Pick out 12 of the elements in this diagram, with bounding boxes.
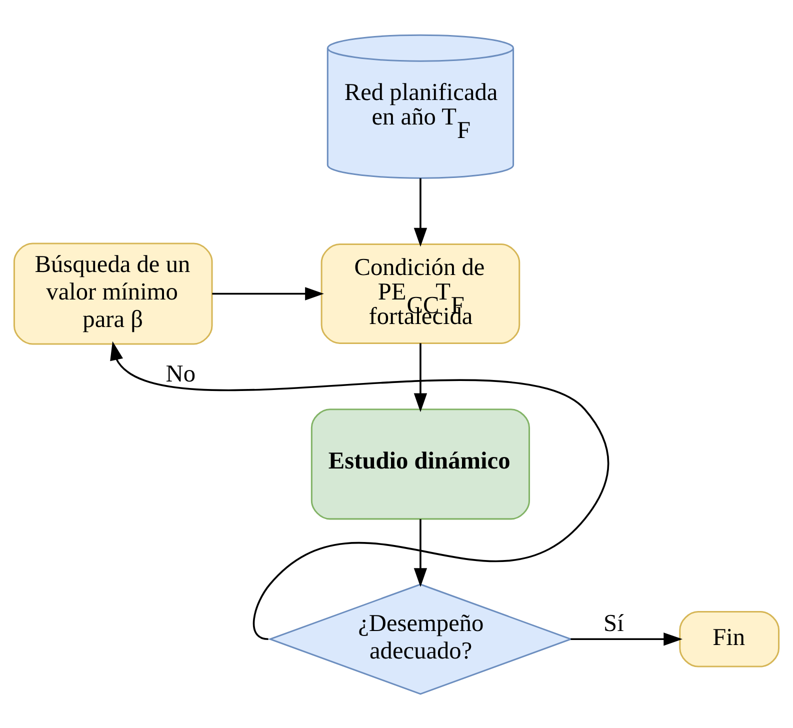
arrow — [414, 178, 428, 246]
arrow — [414, 342, 428, 412]
node-box: Estudio dinámico — [310, 408, 530, 520]
edge-label: No — [166, 360, 196, 387]
node-diamond: ¿Desempeño adecuado? — [268, 583, 574, 694]
edge-label: Sí — [604, 610, 624, 637]
arrow — [212, 286, 324, 300]
node-box: Fin — [679, 610, 780, 667]
arrow — [414, 518, 428, 586]
arrow — [110, 340, 610, 640]
arrow — [570, 632, 683, 646]
node-box: Búsqueda de un valor mínimo para β — [13, 242, 213, 344]
